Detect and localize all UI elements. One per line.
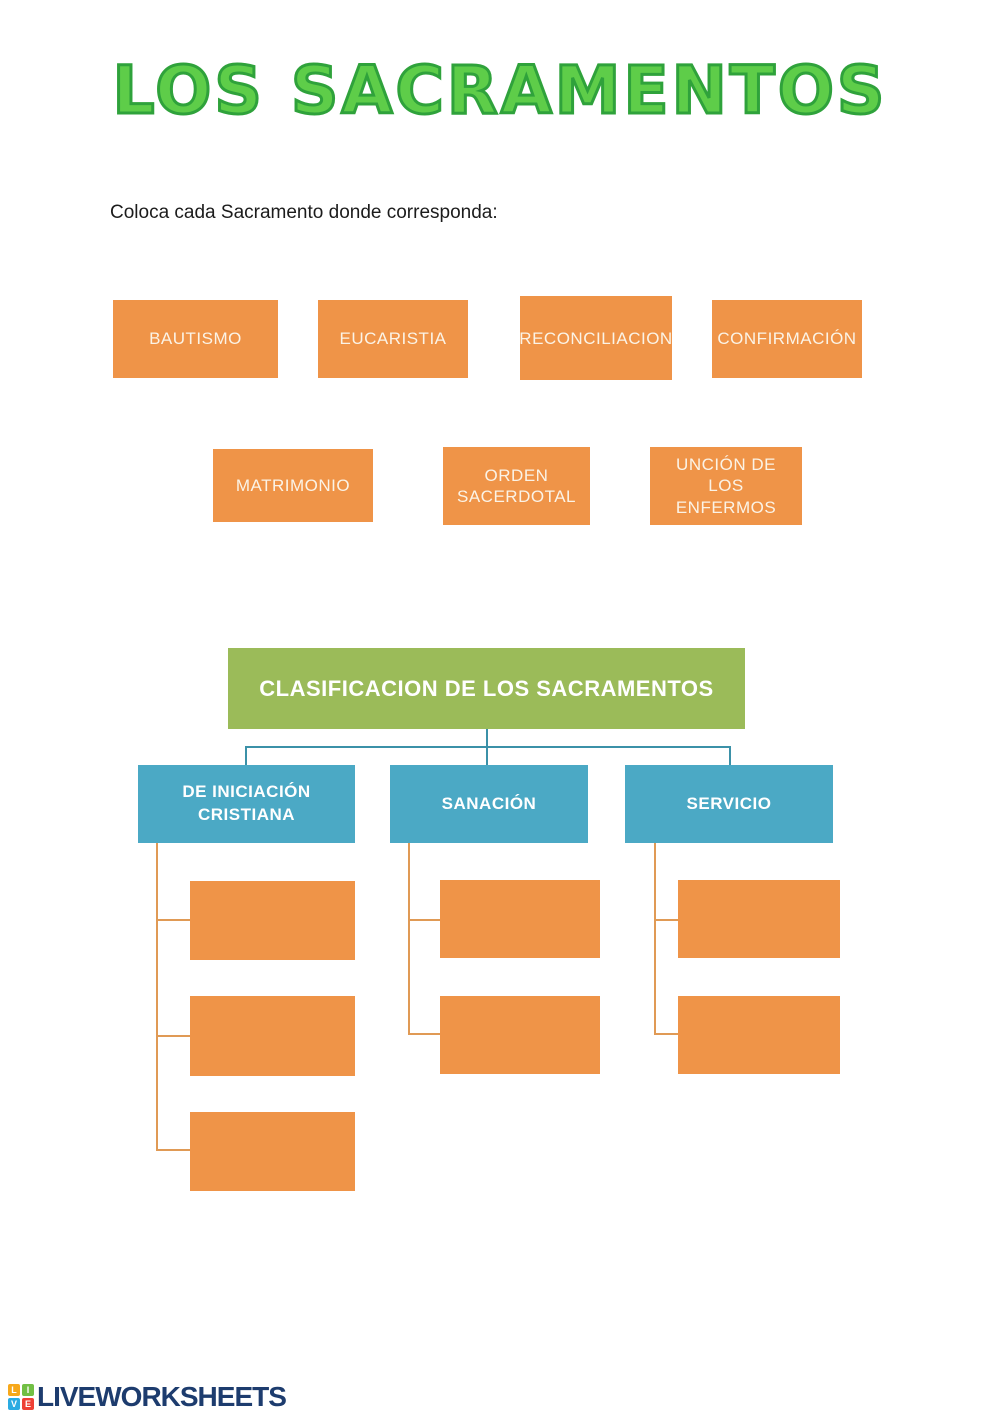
connector-col1-vertical-line [156, 843, 158, 1151]
drop-slot-iniciacion-1[interactable] [190, 881, 355, 960]
logo-square-e: E [22, 1398, 34, 1410]
drag-box-reconciliacion[interactable]: RECONCILIACION [519, 296, 672, 380]
connector-horizontal-line [245, 746, 731, 748]
drag-box-bautismo[interactable]: BAUTISMO [113, 300, 278, 378]
connector-drop-left-line [245, 746, 247, 765]
liveworksheets-logo-text: LIVEWORKSHEETS [37, 1381, 287, 1412]
drag-box-confirmacion[interactable]: CONFIRMACIÓN [712, 300, 862, 378]
drop-slot-sanacion-1[interactable] [440, 880, 600, 958]
connector-col1-stub1-line [156, 919, 190, 921]
classification-header: CLASIFICACION DE LOS SACRAMENTOS [228, 648, 745, 729]
logo-square-l: L [8, 1384, 20, 1396]
connector-col1-stub2-line [156, 1035, 190, 1037]
drop-slot-iniciacion-3[interactable] [190, 1112, 355, 1191]
drag-box-uncion-enfermos[interactable]: UNCIÓN DE LOS ENFERMOS [650, 447, 802, 525]
page-title: LOS SACRAMENTOS [111, 51, 888, 131]
drop-slot-servicio-1[interactable] [678, 880, 840, 958]
liveworksheets-logo-icon: L I V E [8, 1384, 34, 1410]
category-sanacion: SANACIÓN [390, 765, 588, 843]
category-servicio: SERVICIO [625, 765, 833, 843]
drop-slot-sanacion-2[interactable] [440, 996, 600, 1074]
connector-col3-stub1-line [654, 919, 678, 921]
logo-square-v: V [8, 1398, 20, 1410]
connector-col2-stub1-line [408, 919, 440, 921]
logo-square-i: I [22, 1384, 34, 1396]
connector-col3-stub2-line [654, 1033, 678, 1035]
drop-slot-iniciacion-2[interactable] [190, 996, 355, 1076]
connector-col2-vertical-line [408, 843, 410, 1035]
instruction-text: Coloca cada Sacramento donde corresponda… [110, 202, 498, 223]
connector-col3-vertical-line [654, 843, 656, 1035]
drop-slot-servicio-2[interactable] [678, 996, 840, 1074]
connector-col2-stub2-line [408, 1033, 440, 1035]
drag-box-eucaristia[interactable]: EUCARISTIA [318, 300, 468, 378]
liveworksheets-logo[interactable]: L I V E LIVEWORKSHEETS [8, 1381, 287, 1413]
connector-drop-right-line [729, 746, 731, 765]
category-iniciacion-cristiana: DE INICIACIÓN CRISTIANA [138, 765, 355, 843]
connector-col1-stub3-line [156, 1149, 190, 1151]
drag-box-orden-sacerdotal[interactable]: ORDEN SACERDOTAL [443, 447, 590, 525]
drag-box-matrimonio[interactable]: MATRIMONIO [213, 449, 373, 522]
